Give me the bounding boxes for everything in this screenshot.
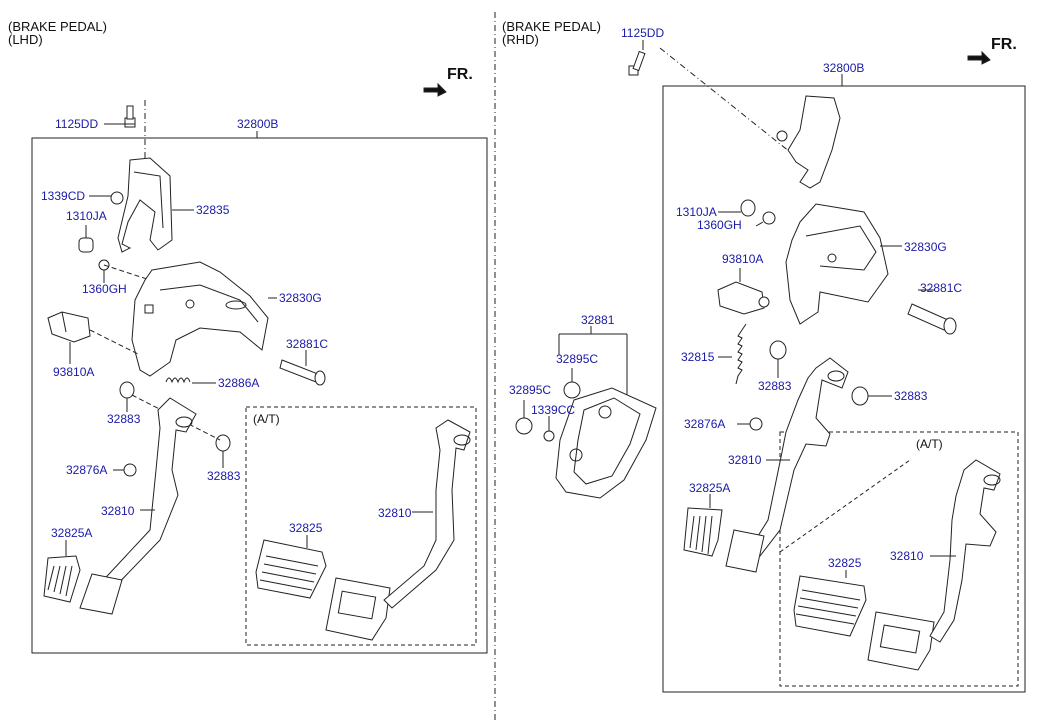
rhd-cap-32895c-b xyxy=(515,417,533,435)
rhd-cap-32895c-a xyxy=(563,381,581,399)
rhd-washer-1360gh xyxy=(762,211,776,225)
rhd-label-32883-a[interactable]: 32883 xyxy=(758,379,792,393)
rhd-label-32830g[interactable]: 32830G xyxy=(904,240,947,254)
lhd-at-label: (A/T) xyxy=(253,412,280,426)
lhd-nut-1339cd xyxy=(110,191,124,205)
lhd-label-32810-b[interactable]: 32810 xyxy=(378,506,412,520)
rhd-bolt-32881c xyxy=(907,303,957,335)
rhd-pad-32825a xyxy=(683,507,723,557)
rhd-spring-32815 xyxy=(735,323,747,385)
rhd-label-32895c-a[interactable]: 32895C xyxy=(556,352,599,366)
rhd-pedal-arm-32810-a xyxy=(747,357,849,557)
rhd-label-32895c-b[interactable]: 32895C xyxy=(509,383,552,397)
rhd-bushing-32883-b xyxy=(851,386,869,406)
lhd-at-pedal-pad xyxy=(325,577,391,641)
lhd-label-32883-b[interactable]: 32883 xyxy=(207,469,241,483)
lhd-bushing-1310ja xyxy=(78,237,94,253)
lhd-switch-93810a xyxy=(47,311,91,343)
rhd-at-pad-32825 xyxy=(793,575,867,637)
lhd-label-32830g[interactable]: 32830G xyxy=(279,291,322,305)
lhd-bolt-1125dd xyxy=(124,105,136,128)
lhd-pedal-arm-32810-a xyxy=(95,397,197,593)
rhd-label-32881c[interactable]: 32881C xyxy=(920,281,963,295)
rhd-bracket-top xyxy=(787,95,841,189)
lhd-label-32886a[interactable]: 32886A xyxy=(218,376,260,390)
lhd-bracket-32830g xyxy=(131,261,269,377)
lhd-header-title: (BRAKE PEDAL) xyxy=(8,19,107,34)
rhd-label-1310ja[interactable]: 1310JA xyxy=(676,205,717,219)
rhd-nut-1339cc xyxy=(543,430,555,442)
rhd-label-32800b[interactable]: 32800B xyxy=(823,61,865,75)
rhd-at-label: (A/T) xyxy=(916,437,943,451)
lhd-pad-32825a xyxy=(43,555,81,603)
lhd-label-1339cd[interactable]: 1339CD xyxy=(41,189,86,203)
rhd-pedal-arm-32810-b xyxy=(929,459,1001,643)
lhd-main-frame xyxy=(31,137,488,654)
rhd-label-32825a[interactable]: 32825A xyxy=(689,481,731,495)
rhd-label-93810a[interactable]: 93810A xyxy=(722,252,764,266)
lhd-label-32810-a[interactable]: 32810 xyxy=(101,504,135,518)
rhd-label-32881[interactable]: 32881 xyxy=(581,313,615,327)
rhd-pedal-pad-a xyxy=(725,529,765,573)
lhd-label-32883-a[interactable]: 32883 xyxy=(107,412,141,426)
rhd-header-subtitle: (RHD) xyxy=(502,32,539,47)
lhd-label-32825a[interactable]: 32825A xyxy=(51,526,93,540)
rhd-main-frame xyxy=(662,85,1026,693)
rhd-label-32825[interactable]: 32825 xyxy=(828,556,862,570)
rhd-header-title: (BRAKE PEDAL) xyxy=(502,19,601,34)
rhd-label-32815[interactable]: 32815 xyxy=(681,350,715,364)
lhd-label-1310ja[interactable]: 1310JA xyxy=(66,209,107,223)
lhd-bushing-32883-a xyxy=(119,381,135,399)
rhd-at-pedal-pad xyxy=(867,611,935,671)
lhd-spring-32886a xyxy=(165,377,191,384)
lhd-fr-label: FR. xyxy=(447,66,473,83)
lhd-label-1125dd[interactable]: 1125DD xyxy=(55,117,99,131)
lhd-label-93810a[interactable]: 93810A xyxy=(53,365,95,379)
lhd-label-32835[interactable]: 32835 xyxy=(196,203,230,217)
lhd-label-32881c[interactable]: 32881C xyxy=(286,337,329,351)
rhd-fr-label: FR. xyxy=(991,36,1017,53)
rhd-bolt-1125dd xyxy=(628,50,646,76)
rhd-label-32810-a[interactable]: 32810 xyxy=(728,453,762,467)
rhd-stopper-32876a xyxy=(749,417,763,431)
rhd-label-1339cc[interactable]: 1339CC xyxy=(531,403,576,417)
rhd-label-32810-b[interactable]: 32810 xyxy=(890,549,924,563)
lhd-stopper-32876a xyxy=(123,463,137,477)
lhd-bolt-32881c xyxy=(279,359,326,386)
rhd-label-32876a[interactable]: 32876A xyxy=(684,417,726,431)
lhd-header-subtitle: (LHD) xyxy=(8,32,43,47)
lhd-bracket-32835 xyxy=(117,157,173,253)
lhd-at-frame xyxy=(245,406,477,646)
lhd-label-32876a[interactable]: 32876A xyxy=(66,463,108,477)
rhd-bracket-32830g xyxy=(785,203,889,325)
rhd-label-1360gh[interactable]: 1360GH xyxy=(697,218,742,232)
lhd-bushing-32883-b xyxy=(215,434,231,452)
rhd-bushing-32883-a xyxy=(769,340,787,360)
lhd-label-32800b[interactable]: 32800B xyxy=(237,117,279,131)
lhd-fr-arrow-icon xyxy=(423,82,447,97)
rhd-switch-93810a xyxy=(717,281,770,315)
lhd-pedal-pad-a xyxy=(79,573,123,615)
lhd-label-32825[interactable]: 32825 xyxy=(289,521,323,535)
rhd-label-32883-b[interactable]: 32883 xyxy=(894,389,928,403)
lhd-label-1360gh[interactable]: 1360GH xyxy=(82,282,127,296)
rhd-at-frame xyxy=(779,431,1019,687)
rhd-pedal-cover-32881 xyxy=(555,387,657,499)
lhd-pedal-arm-32810-b xyxy=(383,419,471,609)
rhd-label-1125dd[interactable]: 1125DD xyxy=(621,26,665,40)
rhd-fr-arrow-icon xyxy=(967,50,991,65)
rhd-bushing-1310ja xyxy=(740,199,756,217)
